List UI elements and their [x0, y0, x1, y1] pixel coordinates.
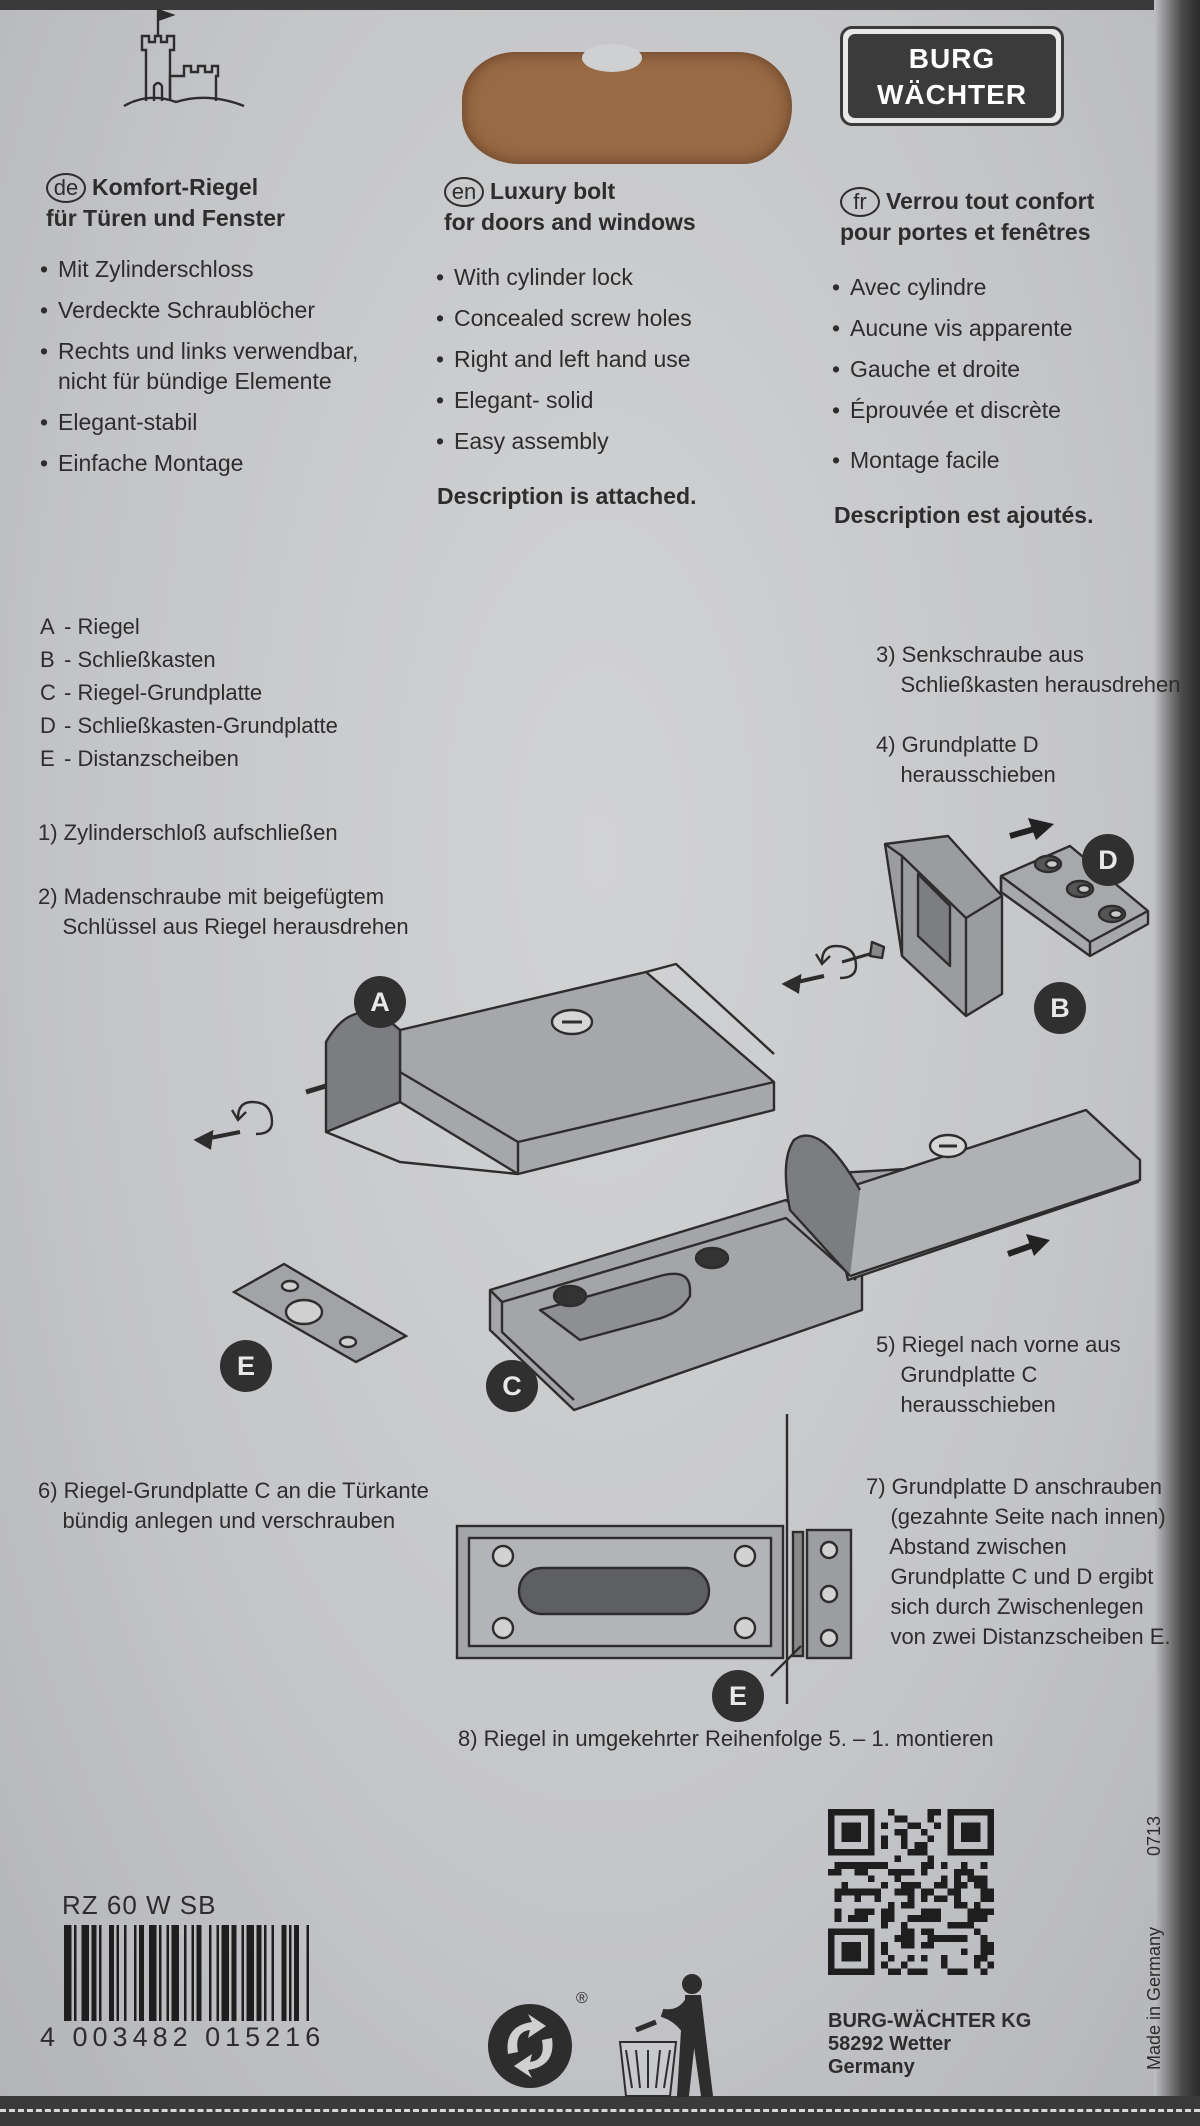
en-feature-list: With cylinder lock Concealed screw holes…	[434, 262, 692, 467]
en-title-1: Luxury bolt	[490, 178, 616, 204]
right-edge	[1154, 0, 1200, 2126]
logo-line-2: WÄCHTER	[876, 79, 1028, 110]
registered-mark: ®	[576, 1990, 588, 2007]
list-item: Verdeckte Schraublöcher	[38, 295, 358, 325]
list-item: Elegant-stabil	[38, 407, 358, 437]
list-item: Montage facile	[830, 445, 1073, 475]
legend-row: A - Riegel	[40, 610, 338, 643]
legend-row: E - Distanzscheiben	[40, 742, 338, 775]
legend-row: B - Schließkasten	[40, 643, 338, 676]
base-plate-illustration	[488, 1108, 1142, 1412]
de-title-1: Komfort-Riegel	[92, 174, 259, 200]
list-item: Rechts und links verwendbar, nicht für b…	[38, 336, 358, 396]
part-badge-b: B	[1034, 982, 1086, 1034]
barcode	[64, 1925, 309, 2021]
date-code: 0713	[1144, 1815, 1164, 1856]
legend-key: E	[40, 746, 55, 771]
list-item: Aucune vis apparente	[830, 313, 1073, 343]
step-1: 1) Zylinderschloß aufschließen	[38, 820, 338, 845]
list-item: Avec cylindre	[830, 272, 1073, 302]
company-name: BURG-WÄCHTER KG	[828, 2010, 1032, 2032]
list-item: Gauche et droite	[830, 354, 1073, 384]
step-8: 8) Riegel in umgekehrter Reihenfolge 5. …	[458, 1726, 994, 1751]
step-2: 2) Madenschraube mit beigefügtem Schlüss…	[38, 884, 409, 939]
de-feature-list: Mit Zylinderschloss Verdeckte Schraublöc…	[38, 254, 358, 489]
step-5: 5) Riegel nach vorne aus Grundplatte C h…	[876, 1332, 1121, 1417]
parts-legend: A - Riegel B - Schließkasten C - Riegel-Gru…	[40, 610, 338, 775]
legend-key: A	[40, 614, 55, 639]
top-edge	[0, 0, 1200, 10]
legend-text: - Riegel-Grundplatte	[64, 680, 263, 705]
legend-row: C - Riegel-Grundplatte	[40, 676, 338, 709]
part-badge-a: A	[354, 976, 406, 1028]
list-item: Mit Zylinderschloss	[38, 254, 358, 284]
model-number: RZ 60 W SB	[62, 1890, 217, 1920]
waste-bin-icon	[618, 1974, 714, 2097]
list-item: Éprouvée et discrète	[830, 395, 1073, 425]
list-item: Concealed screw holes	[434, 303, 692, 333]
legend-key: B	[40, 647, 55, 672]
de-title-2: für Türen und Fenster	[46, 205, 285, 231]
fr-feature-list: Avec cylindre Aucune vis apparente Gauch…	[830, 272, 1073, 486]
legend-key: D	[40, 713, 56, 738]
bolt-illustration	[193, 962, 776, 1176]
step-4: 4) Grundplatte D herausschieben	[876, 732, 1056, 787]
legend-text: - Schließkasten-Grundplatte	[64, 713, 338, 738]
fr-title-1: Verrou tout confort	[886, 188, 1095, 214]
qr-code	[828, 1809, 994, 1975]
logo-line-1: BURG	[908, 43, 996, 74]
lang-badge-de: de	[46, 173, 86, 203]
list-item: Einfache Montage	[38, 448, 358, 478]
list-item: With cylinder lock	[434, 262, 692, 292]
list-item: Elegant- solid	[434, 385, 692, 415]
en-title-2: for doors and windows	[444, 209, 696, 235]
legend-text: - Distanzscheiben	[64, 746, 239, 771]
company-country: Germany	[828, 2056, 915, 2078]
part-badge-e-mounted: E	[712, 1670, 764, 1722]
fr-note: Description est ajoutés.	[834, 502, 1094, 528]
part-badge-c: C	[486, 1360, 538, 1412]
step-7: 7) Grundplatte D anschrauben (gezahnte S…	[866, 1474, 1171, 1649]
stitch-line	[0, 2109, 1200, 2112]
lang-badge-fr: fr	[840, 187, 880, 217]
made-in-label: Made in Germany	[1144, 1926, 1164, 2070]
part-badge-e: E	[220, 1340, 272, 1392]
paper-tear	[164, 1930, 192, 1934]
legend-key: C	[40, 680, 56, 705]
spacer-illustration	[231, 1262, 409, 1364]
fr-title-2: pour portes et fenêtres	[840, 219, 1091, 245]
recycling-icon	[488, 2004, 572, 2088]
company-city: 58292 Wetter	[828, 2033, 952, 2055]
legend-text: - Riegel	[64, 614, 140, 639]
step-3: 3) Senkschraube aus Schließkasten heraus…	[876, 642, 1181, 697]
lang-badge-en: en	[444, 177, 484, 207]
strike-box-illustration	[781, 818, 1150, 1018]
brand-logo: BURG WÄCHTER	[840, 26, 1064, 126]
legend-row: D - Schließkasten-Grundplatte	[40, 709, 338, 742]
en-note: Description is attached.	[437, 483, 697, 509]
company-address: BURG-WÄCHTER KG 58292 Wetter Germany	[828, 2010, 1031, 2079]
legend-text: - Schließkasten	[64, 647, 216, 672]
list-item: Easy assembly	[434, 426, 692, 456]
part-badge-d: D	[1082, 834, 1134, 886]
list-item: Right and left hand use	[434, 344, 692, 374]
step-6: 6) Riegel-Grundplatte C an die Türkante …	[38, 1478, 429, 1533]
ean-number: 4 003482 015216	[40, 2022, 326, 2052]
mounted-view-illustration	[455, 1414, 853, 1704]
hang-hole	[462, 44, 792, 164]
castle-icon	[123, 8, 245, 108]
